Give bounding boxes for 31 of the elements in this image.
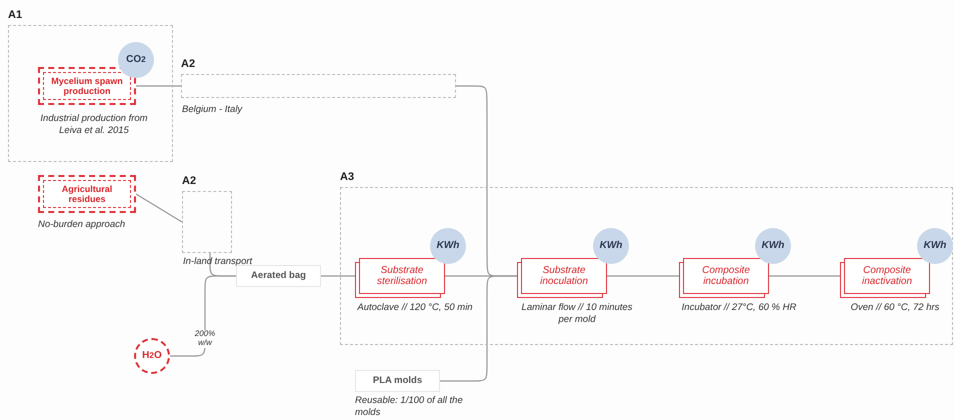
node-note: Laminar flow // 10 minutes per mold	[520, 302, 634, 327]
region-frame	[8, 25, 173, 162]
connector-line	[136, 85, 181, 87]
region-frame	[182, 191, 232, 253]
region-label: A1	[8, 9, 22, 21]
connector-line	[136, 193, 182, 223]
node-note: Belgium - Italy	[182, 104, 244, 116]
node-note: Industrial production from Leiva et al. 2015	[39, 113, 149, 138]
connector-line	[607, 275, 679, 277]
input-box: Agricultural residues	[38, 175, 136, 213]
region-frame	[340, 187, 953, 345]
connector-line	[321, 275, 355, 277]
material-box: Aerated bag	[236, 265, 321, 287]
material-box: PLA molds	[355, 370, 440, 392]
connector-line	[769, 275, 840, 277]
energy-circle: KWh	[755, 228, 791, 264]
node-note: Reusable: 1/100 of all the molds	[355, 395, 464, 420]
connector-line	[440, 275, 517, 382]
node-note: Incubator // 27°C, 60 % HR	[680, 302, 798, 314]
region-label: A2	[182, 175, 196, 187]
region-frame	[181, 74, 456, 98]
node-note: Oven // 60 °C, 72 hrs	[850, 302, 940, 314]
region-label: A2	[181, 58, 196, 70]
region-label: A3	[340, 171, 354, 183]
edge-label: 200% w/w	[192, 330, 218, 348]
node-note: Autoclave // 120 °C, 50 min	[356, 302, 474, 314]
input-box: Mycelium spawn production	[38, 67, 136, 105]
energy-circle: KWh	[430, 228, 466, 264]
energy-circle: KWh	[593, 228, 629, 264]
node-note: No-burden approach	[38, 219, 126, 232]
energy-circle: KWh	[917, 228, 953, 264]
